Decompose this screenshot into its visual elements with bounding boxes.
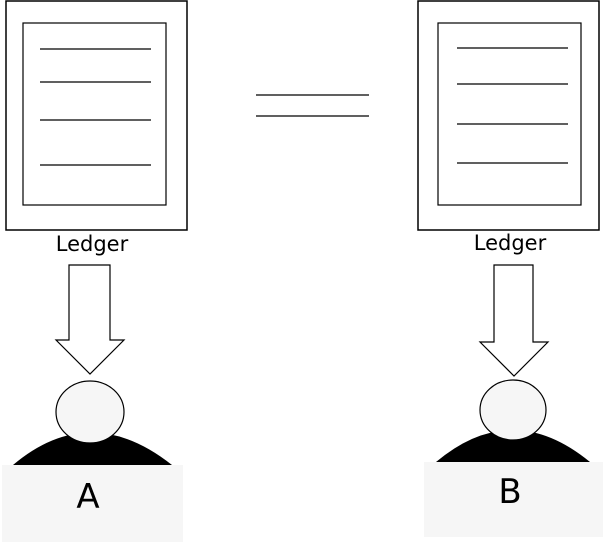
person-a-head	[55, 380, 125, 444]
person-a-nameplate	[2, 465, 183, 542]
person-a-label: A	[76, 477, 99, 517]
person-a: A	[2, 380, 183, 542]
left-ledger	[5, 0, 188, 231]
person-a-shoulders	[13, 432, 172, 465]
right-down-arrow	[478, 264, 550, 377]
right-ledger-inner-page	[437, 22, 582, 206]
equals-sign	[256, 94, 369, 117]
left-ledger-inner-page	[22, 22, 167, 206]
left-down-arrow	[54, 264, 126, 375]
person-b-nameplate	[424, 462, 603, 537]
person-b-head	[479, 379, 547, 441]
person-b-label: B	[498, 472, 521, 512]
left-ledger-label: Ledger	[56, 232, 129, 256]
right-ledger-label: Ledger	[474, 231, 547, 255]
person-b-shoulders	[436, 430, 590, 462]
right-ledger	[417, 0, 600, 231]
person-b: B	[424, 379, 603, 537]
